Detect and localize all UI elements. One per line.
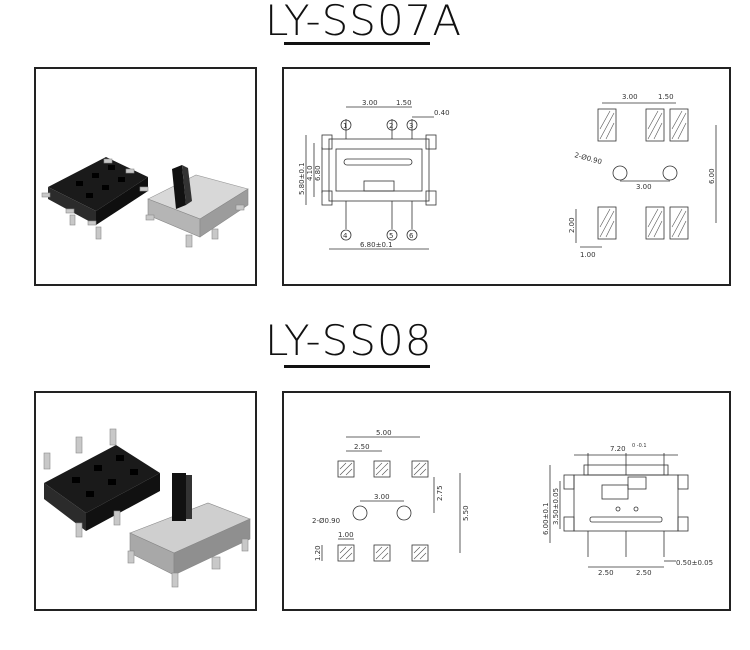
dim-label: 6.80±0.1 <box>360 241 393 249</box>
pin-3-label: 3 <box>409 122 413 130</box>
dim-label: 0 -0.1 <box>632 443 647 449</box>
dim-label: 2.50 <box>354 443 370 451</box>
dim-label: 5.50 <box>462 505 470 521</box>
section-1-title-underline <box>284 42 430 45</box>
dim-label: 2.50 <box>598 569 614 577</box>
pin-4-label: 4 <box>343 232 348 240</box>
dim-label: 2.00 <box>568 217 576 233</box>
pin-1-label: 1 <box>343 122 347 130</box>
section-1-technical-drawing: 1 2 3 4 5 6 3.00 1.50 0.40 5.80±0.1 4.10… <box>282 67 731 286</box>
dim-label: 3.00 <box>622 93 638 101</box>
section-1-product-photo <box>34 67 257 286</box>
dim-label: 2.75 <box>436 485 444 501</box>
dim-label: 1.50 <box>658 93 674 101</box>
dim-label: 0.50±0.05 <box>676 559 713 567</box>
switch-photo-illustration <box>43 428 251 588</box>
dim-label: 3.00 <box>636 183 652 191</box>
dim-label: 6.80 <box>314 165 322 181</box>
dim-label: 1.50 <box>396 99 412 107</box>
dim-label: 6.00±0.1 <box>542 502 550 535</box>
pin-2-label: 2 <box>389 122 393 130</box>
section-2-technical-drawing: 5.00 2.50 3.00 2-Ø0.90 2.75 5.50 1.00 1.… <box>282 391 731 611</box>
ss07a-dimension-drawing: 1 2 3 4 5 6 3.00 1.50 0.40 5.80±0.1 4.10… <box>298 93 717 259</box>
switch-photo-illustration <box>41 157 249 248</box>
section-2-product-photo <box>34 391 257 611</box>
dim-label: 5.00 <box>376 429 392 437</box>
pin-5-label: 5 <box>389 232 393 240</box>
dim-label: 1.00 <box>338 531 354 539</box>
dim-label: 7.20 <box>610 445 626 453</box>
dim-label: 3.00 <box>374 493 390 501</box>
dim-label: 2-Ø0.90 <box>312 517 340 525</box>
dim-label: 1.20 <box>314 545 322 561</box>
dim-label: 6.00 <box>708 168 716 184</box>
dim-label: 4.10 <box>306 165 314 181</box>
section-1-title: LY-SS07A <box>265 0 463 45</box>
dim-label: 2-Ø0.90 <box>573 151 602 166</box>
ss08-dimension-drawing: 5.00 2.50 3.00 2-Ø0.90 2.75 5.50 1.00 1.… <box>312 429 713 577</box>
section-2-title-underline <box>284 365 430 368</box>
section-2-title: LY-SS08 <box>265 316 433 365</box>
dim-label: 0.40 <box>434 109 450 117</box>
dim-label: 2.50 <box>636 569 652 577</box>
dim-label: 1.00 <box>580 251 596 259</box>
dim-label: 5.80±0.1 <box>298 162 306 195</box>
dim-label: 3.50±0.05 <box>552 488 560 525</box>
pin-6-label: 6 <box>409 232 414 240</box>
dim-label: 3.00 <box>362 99 378 107</box>
